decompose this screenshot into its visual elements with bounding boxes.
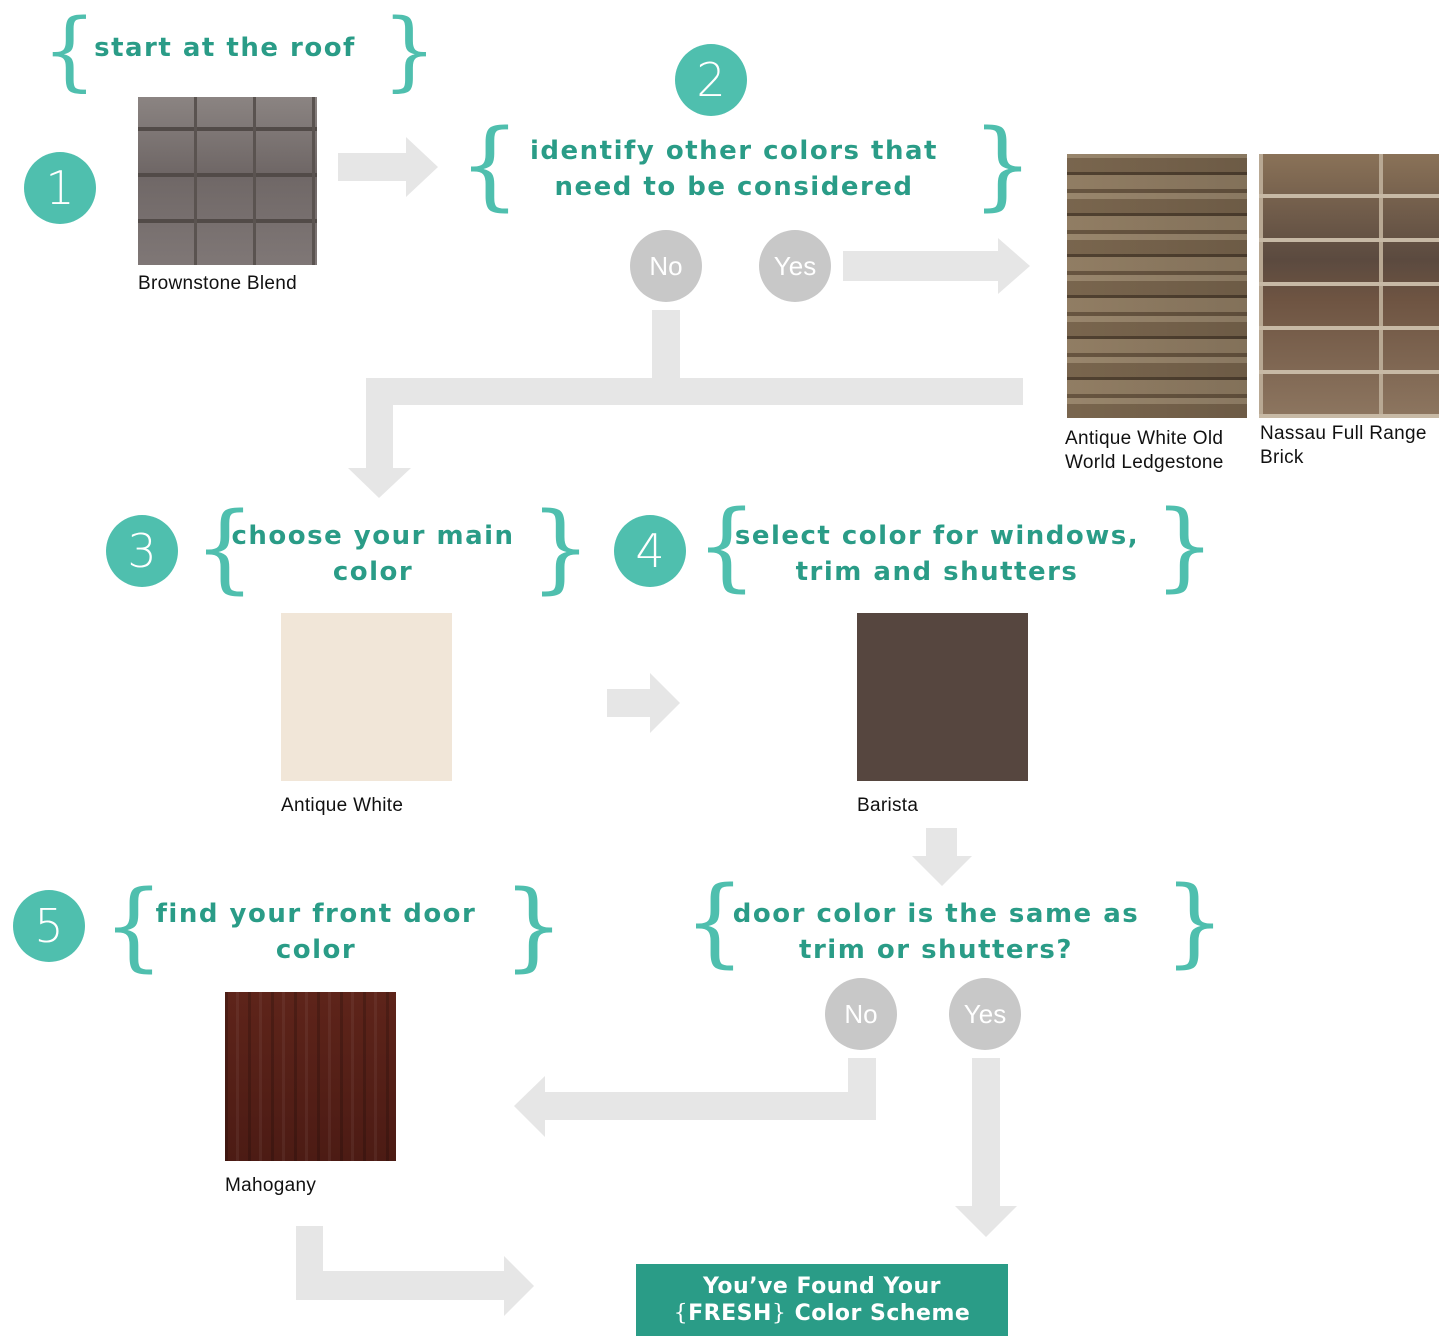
- left-brace-icon: {: [42, 1, 97, 101]
- left-brace-icon: {: [684, 866, 746, 978]
- connector-door-right: [296, 1271, 506, 1300]
- step3-heading: choose your main color: [231, 521, 515, 587]
- brick-swatch-label: Nassau Full Range Brick: [1260, 423, 1427, 468]
- ledgestone-swatch-label: Antique White Old World Ledgestone: [1065, 428, 1224, 473]
- step2-heading: identify other colors that need to be co…: [530, 136, 938, 202]
- arrow-head-to-question: [912, 856, 972, 886]
- question-heading: door color is the same as trim or shutte…: [732, 899, 1140, 965]
- connector-down-to-step3: [366, 378, 393, 470]
- final-result-box: You’ve Found Your {FRESH} Color Scheme: [636, 1264, 1008, 1336]
- right-brace-icon: }: [530, 492, 592, 604]
- antique-white-swatch-label: Antique White: [281, 795, 404, 816]
- left-brace-icon: {: [696, 490, 758, 602]
- connector-merge-horizontal: [366, 378, 1023, 405]
- connector-barista-down: [926, 828, 957, 858]
- step3-number-badge: 3: [106, 515, 178, 587]
- left-brace-icon: {: [459, 109, 521, 221]
- mahogany-swatch-label: Mahogany: [225, 1175, 317, 1196]
- mahogany-swatch: [225, 992, 396, 1161]
- final-line1: You’ve Found Your: [703, 1274, 941, 1299]
- left-brace-icon: {: [103, 870, 165, 982]
- step2-no-option[interactable]: No: [630, 230, 702, 302]
- left-brace-icon: {: [194, 492, 256, 604]
- arrow-head-to-final: [955, 1206, 1017, 1237]
- final-line2: {FRESH} Color Scheme: [673, 1301, 971, 1326]
- arrow-yes-to-materials: [843, 238, 1030, 294]
- step2-yes-option[interactable]: Yes: [759, 230, 831, 302]
- step5-number-badge: 5: [13, 890, 85, 962]
- arrow-head-to-step3: [348, 468, 411, 498]
- arrow-head-door-to-final: [504, 1256, 534, 1316]
- antique-white-swatch: [281, 613, 452, 781]
- step4-number-badge: 4: [614, 515, 686, 587]
- ledgestone-swatch: [1067, 154, 1247, 418]
- step1-heading: start at the roof: [94, 33, 356, 63]
- roof-swatch: [138, 97, 317, 265]
- barista-swatch-label: Barista: [857, 795, 919, 816]
- step1-number-badge: 1: [24, 152, 96, 224]
- step4-heading: select color for windows, trim and shutt…: [734, 521, 1140, 587]
- connector-q-yes-down: [972, 1058, 1000, 1208]
- arrow-head-to-door: [514, 1076, 545, 1137]
- question-no-option[interactable]: No: [825, 978, 897, 1050]
- right-brace-icon: }: [503, 870, 565, 982]
- right-brace-icon: }: [382, 1, 437, 101]
- roof-swatch-label: Brownstone Blend: [138, 273, 298, 294]
- step2-number-badge: 2: [675, 44, 747, 116]
- arrow-main-to-trim: [607, 673, 680, 733]
- right-brace-icon: }: [1154, 490, 1216, 602]
- step5-heading: find your front door color: [155, 899, 477, 965]
- connector-no-down: [652, 310, 680, 380]
- right-brace-icon: }: [972, 109, 1034, 221]
- question-yes-option[interactable]: Yes: [949, 978, 1021, 1050]
- barista-swatch: [857, 613, 1028, 781]
- connector-q-no-left: [540, 1092, 876, 1120]
- brick-swatch: [1259, 154, 1439, 418]
- arrow-roof-to-identify: [338, 137, 438, 197]
- right-brace-icon: }: [1164, 866, 1226, 978]
